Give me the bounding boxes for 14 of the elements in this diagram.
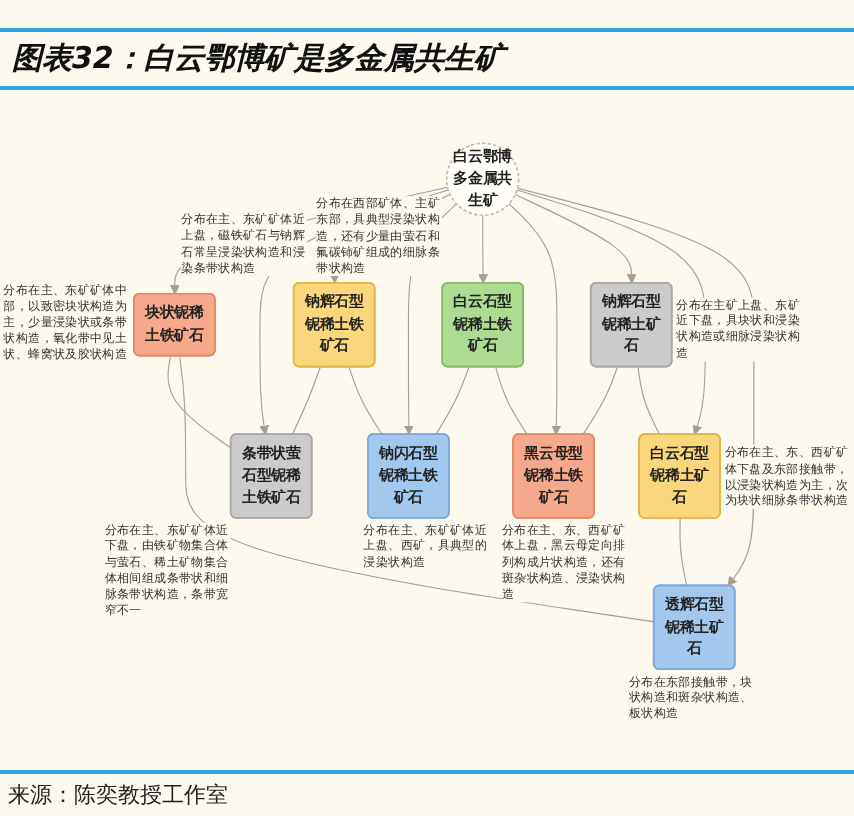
connector-line bbox=[179, 355, 655, 623]
arrow bbox=[478, 214, 489, 284]
connector-line bbox=[167, 355, 232, 449]
connector-line bbox=[291, 366, 321, 436]
connector-line bbox=[495, 366, 528, 436]
connector-line bbox=[637, 366, 661, 436]
arrow bbox=[514, 194, 637, 284]
connector-line bbox=[582, 366, 618, 436]
source-caption: 来源：陈奕教授工作室 bbox=[0, 770, 854, 816]
connector-line bbox=[348, 366, 383, 436]
chart-title: 图表32：白云鄂博矿是多金属共生矿 bbox=[0, 28, 854, 90]
connector-line bbox=[435, 366, 470, 436]
connector-line bbox=[679, 517, 688, 587]
arrow bbox=[508, 203, 562, 436]
